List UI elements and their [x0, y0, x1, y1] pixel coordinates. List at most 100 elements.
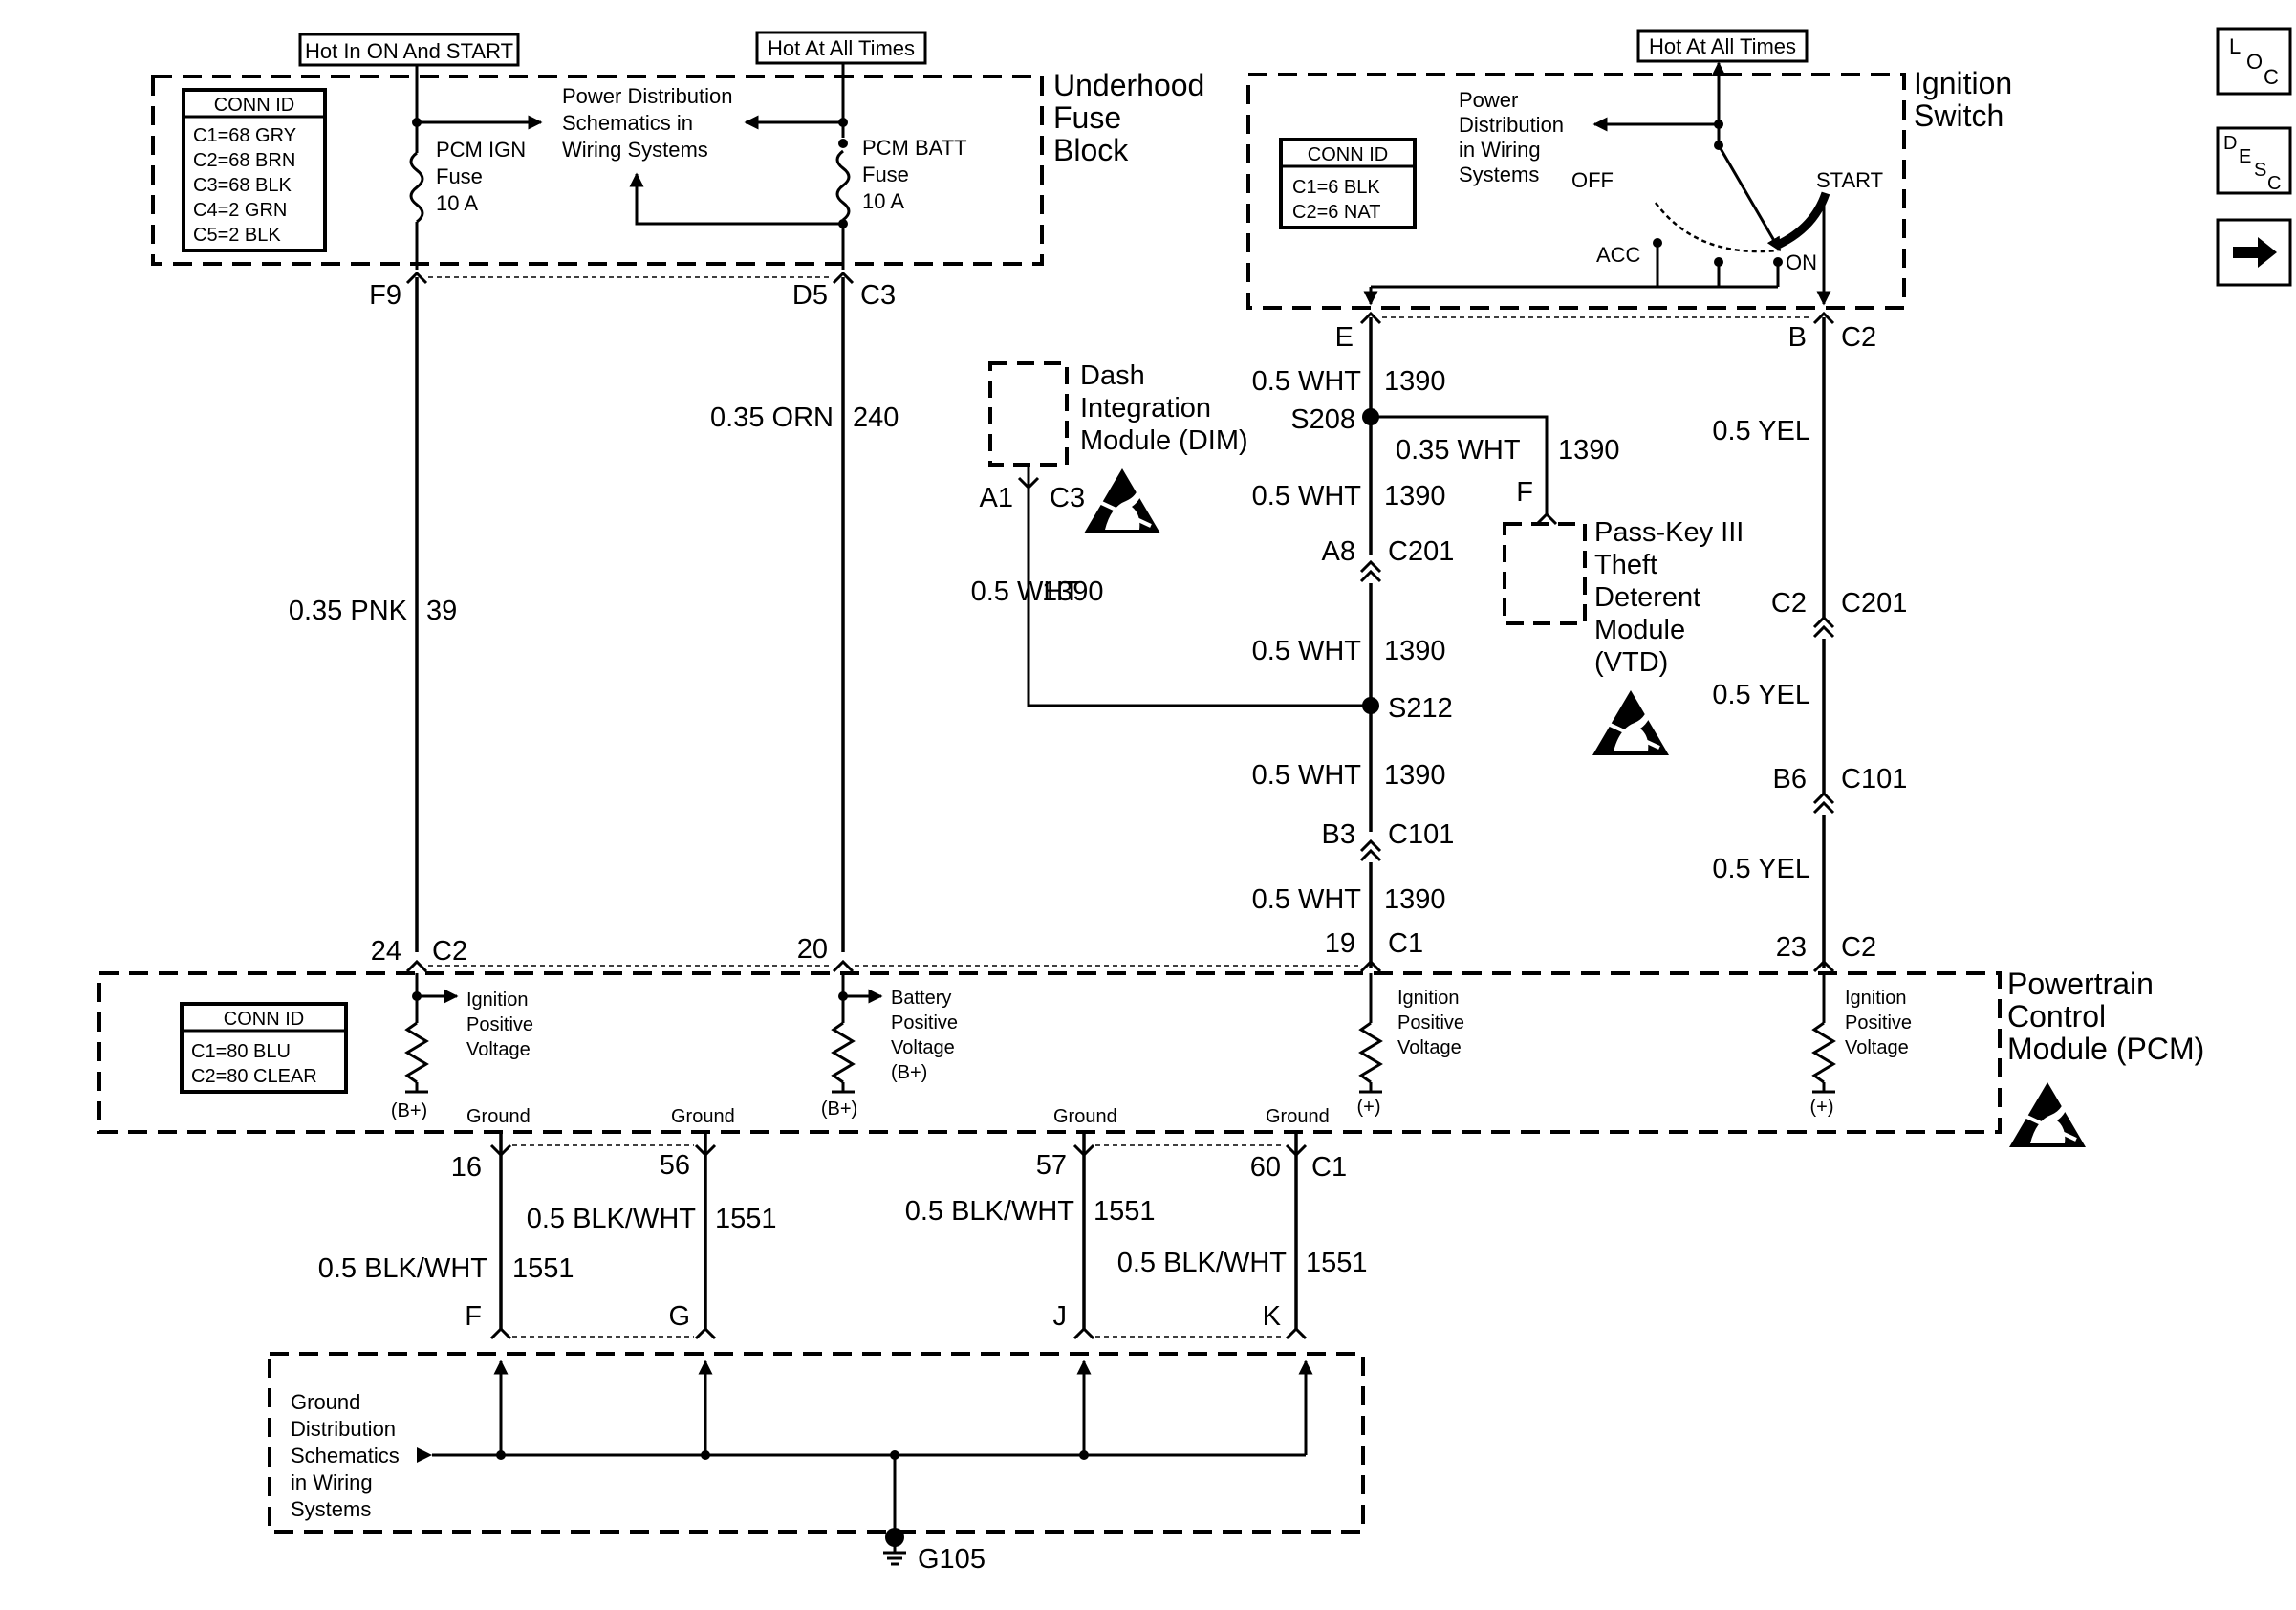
wht-num-2: 1390 [1384, 481, 1446, 511]
pcm-ign1-label-3: Voltage [466, 1039, 531, 1060]
hot-ign-label-box [298, 33, 520, 67]
vtd-pin-f: F [1516, 477, 1533, 508]
ign-switch-box [1246, 73, 1906, 310]
ign-pos-start: START [1816, 168, 1883, 192]
gnd-pin-60: 60 [1250, 1152, 1281, 1183]
vtd-title-1: Pass-Key III [1594, 517, 1744, 548]
wht-vtd-num: 1390 [1558, 435, 1620, 466]
svg-text:C: C [2267, 173, 2281, 194]
pnk-num: 39 [426, 596, 457, 626]
wht-color-1: 0.5 WHT [1252, 366, 1362, 397]
splice-s208-label: S208 [1290, 404, 1355, 435]
fuse-conn-row-4: C4=2 GRN [193, 200, 287, 221]
pcm-ground-label-1: Ground [466, 1106, 531, 1127]
yel-conn-c201: C201 [1841, 588, 1907, 619]
fuse-block-title-1: Underhood [1053, 68, 1204, 102]
pcm-ign1-label-2: Positive [466, 1014, 533, 1035]
ign-power-dist-2: Distribution [1459, 113, 1564, 137]
pcm-batt-label-3: Voltage [891, 1037, 955, 1058]
ground-dist-text-5: Systems [291, 1497, 371, 1521]
pcm-ground-label-2: Ground [671, 1106, 735, 1127]
fuse-block-title-3: Block [1053, 133, 1129, 167]
desc-button[interactable]: D E S C [2216, 126, 2292, 195]
ign-conn-row-2: C2=6 NAT [1292, 202, 1380, 223]
dim-title-3: Module (DIM) [1080, 425, 1248, 456]
svg-text:S: S [2254, 160, 2266, 181]
yel-pin-c2: C2 [1771, 588, 1807, 619]
pcm-batt-label-2: Positive [891, 1012, 958, 1033]
yel-conn-c101: C101 [1841, 764, 1907, 794]
pcm-title-2: Control [2007, 999, 2106, 1033]
svg-text:O: O [2246, 50, 2263, 74]
wht-conn-c1: C1 [1388, 928, 1423, 959]
wht-pin-a8: A8 [1322, 536, 1355, 567]
ign-conn-row-1: C1=6 BLK [1292, 177, 1380, 198]
ground-dist-text-4: in Wiring [291, 1470, 373, 1494]
wht-conn-c201: C201 [1388, 536, 1454, 567]
fuse-power-dist-2: Schematics in [562, 111, 693, 135]
yel-conn-c2-top: C2 [1841, 322, 1876, 353]
pcm-input-ign3 [1811, 973, 1836, 1094]
hot-batt-label: Hot At All Times [768, 36, 915, 60]
fuse-conn-id-title: CONN ID [214, 95, 294, 116]
ign-conn-id-title: CONN ID [1308, 144, 1388, 165]
gnd-pin-56: 56 [660, 1150, 690, 1181]
pcm-ign2-label-3: Voltage [1397, 1037, 1462, 1058]
dim-wire-color: 0.5 WHT [971, 577, 1081, 607]
wht-color-4: 0.5 WHT [1252, 760, 1362, 791]
fuse-block-box [151, 75, 1044, 266]
wht-num-1: 1390 [1384, 366, 1446, 397]
pcm-supply-p2: (+) [1810, 1097, 1834, 1118]
gnd-pin-k: K [1263, 1301, 1282, 1332]
pcm-ign-fuse-label-3: 10 A [436, 191, 478, 215]
ign-switch-title-2: Switch [1914, 98, 2004, 133]
vtd-title-3: Deterent [1594, 582, 1700, 613]
wht-color-2: 0.5 WHT [1252, 481, 1362, 511]
fuse-conn-row-2: C2=68 BRN [193, 150, 295, 171]
wht-color-5: 0.5 WHT [1252, 884, 1362, 915]
pcm-conn-row-2: C2=80 CLEAR [191, 1066, 317, 1087]
vtd-title-2: Theft [1594, 550, 1657, 580]
pcm-ground-label-4: Ground [1266, 1106, 1330, 1127]
pcm-esd-icon [2007, 1080, 2088, 1149]
wht-pin-b3: B3 [1322, 819, 1355, 850]
pcm-ign2-label-2: Positive [1397, 1012, 1464, 1033]
orn-pin-20: 20 [797, 934, 828, 965]
ground-dist-text-1: Ground [291, 1390, 360, 1414]
ign-power-dist-3: in Wiring [1459, 138, 1541, 162]
orn-num: 240 [853, 402, 899, 433]
yel-pin-b: B [1788, 322, 1807, 353]
gnd-num-57: 1551 [1094, 1196, 1156, 1227]
ign-switch-title-1: Ignition [1914, 66, 2012, 100]
gnd-num-16: 1551 [512, 1253, 574, 1284]
splice-s212-label: S212 [1388, 693, 1453, 724]
pcm-batt-fuse-label-3: 10 A [862, 189, 904, 213]
pcm-title-1: Powertrain [2007, 967, 2154, 1001]
orn-conn-c3: C3 [860, 280, 896, 311]
dim-wire-num: 1390 [1042, 577, 1104, 607]
pcm-batt-fuse-label-2: Fuse [862, 163, 909, 186]
svg-text:D: D [2223, 133, 2237, 154]
next-button[interactable] [2216, 218, 2292, 287]
pcm-box [97, 971, 2002, 1134]
pcm-ign-fuse-icon [409, 151, 424, 224]
gnd-pin-g: G [668, 1301, 690, 1332]
pcm-ign3-label-1: Ignition [1845, 988, 1907, 1009]
dim-conn-c3: C3 [1050, 483, 1085, 513]
wht-pin-19: 19 [1325, 928, 1355, 959]
loc-button[interactable]: L O C [2216, 27, 2292, 96]
wht-vtd-color: 0.35 WHT [1396, 435, 1521, 466]
pcm-batt-fuse-icon [835, 149, 851, 222]
orn-color: 0.35 ORN [710, 402, 834, 433]
svg-text:L: L [2229, 34, 2241, 58]
pcm-ign2-label-1: Ignition [1397, 988, 1460, 1009]
pcm-supply-p1: (+) [1357, 1097, 1381, 1118]
gnd-pin-f: F [465, 1301, 482, 1332]
wht-color-3: 0.5 WHT [1252, 636, 1362, 666]
pcm-conn-id-box [180, 1002, 348, 1094]
pnk-conn-c2: C2 [432, 936, 467, 967]
ign-power-dist-4: Systems [1459, 163, 1539, 186]
ground-dist-box [268, 1352, 1365, 1534]
fuse-power-dist-1: Power Distribution [562, 84, 733, 108]
fuse-conn-row-3: C3=68 BLK [193, 175, 292, 196]
